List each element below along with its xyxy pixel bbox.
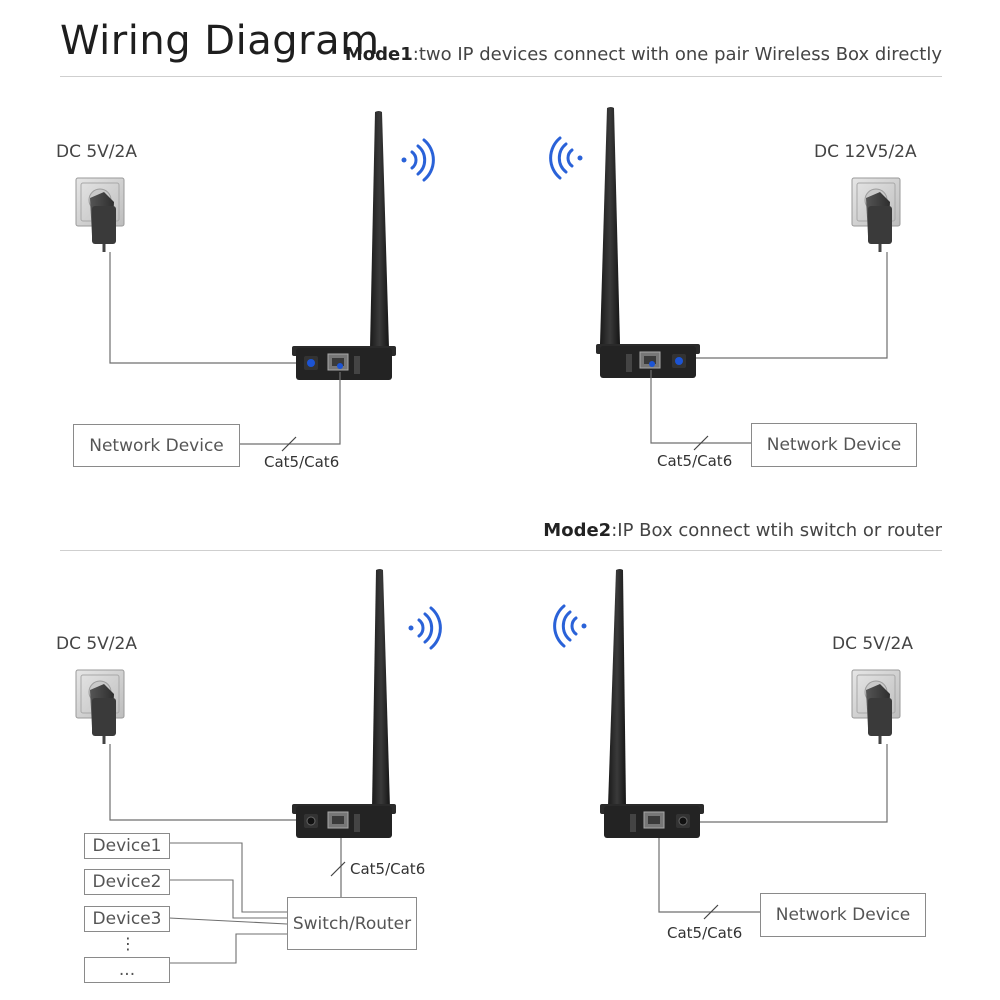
- power-adapter-icon: [74, 668, 126, 746]
- mode2-divider: [60, 550, 942, 551]
- signal-icon: [553, 604, 587, 648]
- network-device-box: Network Device: [751, 423, 917, 467]
- network-device-box: Network Device: [760, 893, 926, 937]
- network-wire: [240, 372, 341, 445]
- mode1-caption: Mode1:two IP devices connect with one pa…: [345, 44, 942, 65]
- signal-icon: [408, 606, 442, 650]
- network-wire: [650, 370, 751, 444]
- device-box-3: Device3: [84, 906, 170, 932]
- device-box-2: Device2: [84, 869, 170, 895]
- power-wire: [690, 252, 888, 359]
- power-adapter-icon: [850, 668, 902, 746]
- wireless-box: [292, 804, 396, 838]
- power-wire: [109, 744, 296, 821]
- device-ellipsis: ⋮: [120, 934, 136, 953]
- power-wire: [690, 744, 888, 823]
- signal-icon: [401, 138, 435, 182]
- power-label: DC 5V/2A: [56, 634, 137, 654]
- mode1-description: :two IP devices connect with one pair Wi…: [412, 44, 942, 65]
- switch-router-box: Switch/Router: [287, 897, 417, 950]
- mode2-name: Mode2: [543, 520, 612, 541]
- cable-label: Cat5/Cat6: [264, 453, 340, 471]
- antenna: [370, 111, 389, 348]
- power-label: DC 5V/2A: [56, 142, 137, 162]
- power-label: DC 12V5/2A: [814, 142, 917, 162]
- network-device-box: Network Device: [73, 424, 240, 467]
- wireless-box: [600, 804, 704, 838]
- cable-label: Cat5/Cat6: [667, 924, 743, 942]
- antenna: [600, 107, 620, 344]
- device-box-more: ...: [84, 957, 170, 983]
- cable-label: Cat5/Cat6: [350, 860, 426, 878]
- cable-label: Cat5/Cat6: [657, 452, 733, 470]
- antenna: [608, 569, 626, 806]
- power-wire: [109, 252, 296, 364]
- power-adapter-icon: [74, 176, 126, 254]
- mode1-divider: [60, 76, 942, 77]
- power-label: DC 5V/2A: [832, 634, 913, 654]
- mode1-name: Mode1: [344, 44, 413, 65]
- power-adapter-icon: [850, 176, 902, 254]
- network-wire: [658, 838, 760, 913]
- mode2-caption: Mode2:IP Box connect wtih switch or rout…: [543, 520, 942, 541]
- wireless-box: [292, 346, 396, 380]
- page-title: Wiring Diagram: [60, 18, 380, 64]
- mode2-description: :IP Box connect wtih switch or router: [611, 520, 942, 541]
- antenna: [372, 569, 390, 808]
- wireless-box: [596, 344, 700, 378]
- signal-icon: [549, 136, 583, 180]
- device-wires: [168, 842, 288, 964]
- device-box-1: Device1: [84, 833, 170, 859]
